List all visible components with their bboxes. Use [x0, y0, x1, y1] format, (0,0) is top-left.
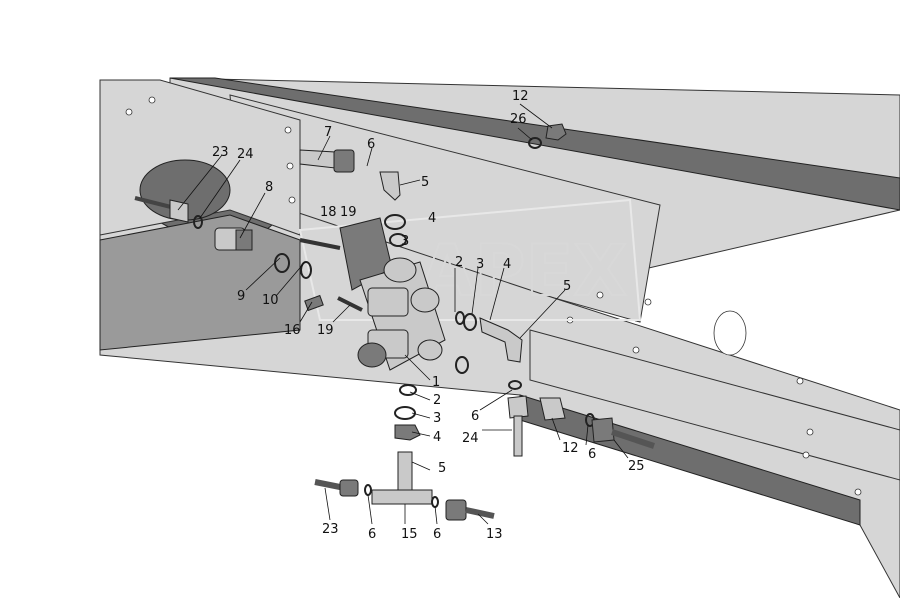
callout-19: 19 [317, 323, 334, 338]
callout-17: 18 [320, 205, 337, 220]
callout-9: 9 [237, 289, 245, 304]
ring-6-23 [364, 484, 372, 496]
ring-2-lower [399, 384, 417, 396]
fitting-13 [445, 499, 495, 521]
callout-25: 25 [628, 459, 645, 474]
callout-24: 24 [462, 431, 479, 446]
callout-3-top: 3 [401, 234, 409, 249]
fitting-25 [591, 417, 655, 449]
valve-block [339, 217, 446, 371]
bolt-7 [299, 149, 355, 173]
callout-21: 23 [212, 145, 229, 160]
washer-10 [300, 261, 312, 279]
callout-4-right: 4 [503, 257, 511, 272]
callout-23: 23 [322, 522, 339, 537]
callout-13: 13 [486, 527, 503, 542]
union-8 [214, 227, 253, 251]
bolt-17 [299, 238, 341, 250]
callout-1: 1 [432, 375, 440, 390]
callout-2-right: 2 [455, 255, 463, 270]
seal-3-upper [384, 214, 406, 230]
callout-6-12: 6 [588, 447, 596, 462]
callout-18: 19 [340, 205, 357, 220]
callout-labels: 12 26 7 6 23 24 5 8 18 19 4 3 2 3 4 5 9 … [212, 89, 645, 542]
bolt-19 [337, 296, 363, 312]
fitting-23 [314, 479, 359, 497]
ring-2-upper [389, 233, 407, 247]
callout-22: 24 [237, 147, 254, 162]
washer-22 [193, 215, 203, 229]
callout-14: 12 [512, 89, 529, 104]
callout-5-right: 5 [563, 279, 571, 294]
ring-2-right [455, 311, 465, 325]
callout-15: 15 [401, 527, 418, 542]
nut-14 [545, 123, 567, 141]
elbow-5-right [479, 317, 523, 363]
tee-15 [371, 451, 433, 505]
callout-16: 16 [284, 323, 301, 338]
callout-3-right: 3 [476, 257, 484, 272]
leader-lines [177, 103, 629, 525]
ring-6-13 [431, 496, 439, 508]
frame-holes [125, 96, 862, 496]
union-12 [539, 397, 566, 421]
callout-6-23: 6 [368, 527, 376, 542]
callout-10: 10 [262, 293, 279, 308]
callout-4-lower: 4 [433, 430, 441, 445]
nut-4-lower [394, 424, 421, 441]
watermark-text: APEX [420, 230, 627, 312]
seal-3-lower [394, 406, 416, 420]
elbow-5-upper [379, 171, 401, 201]
callout-5-top: 5 [421, 175, 429, 190]
callout-6-13: 6 [433, 527, 441, 542]
callout-4-top: 4 [428, 211, 436, 226]
callout-6-24: 6 [471, 409, 479, 424]
callout-26: 26 [510, 112, 527, 127]
ring-6-24 [508, 380, 522, 390]
cross-member [99, 79, 301, 351]
fitting-21 [134, 196, 189, 223]
callout-12: 12 [562, 441, 579, 456]
ring-under [455, 356, 469, 374]
fitting-24 [507, 395, 529, 457]
callout-7: 7 [324, 125, 332, 140]
callout-8: 8 [265, 180, 273, 195]
callout-2-lower: 2 [433, 393, 441, 408]
nut-26 [528, 137, 542, 149]
callout-3-lower: 3 [433, 411, 441, 426]
callout-6-top: 6 [367, 137, 375, 152]
callout-5-lower: 5 [438, 461, 446, 476]
watermark: APEX [298, 198, 642, 321]
